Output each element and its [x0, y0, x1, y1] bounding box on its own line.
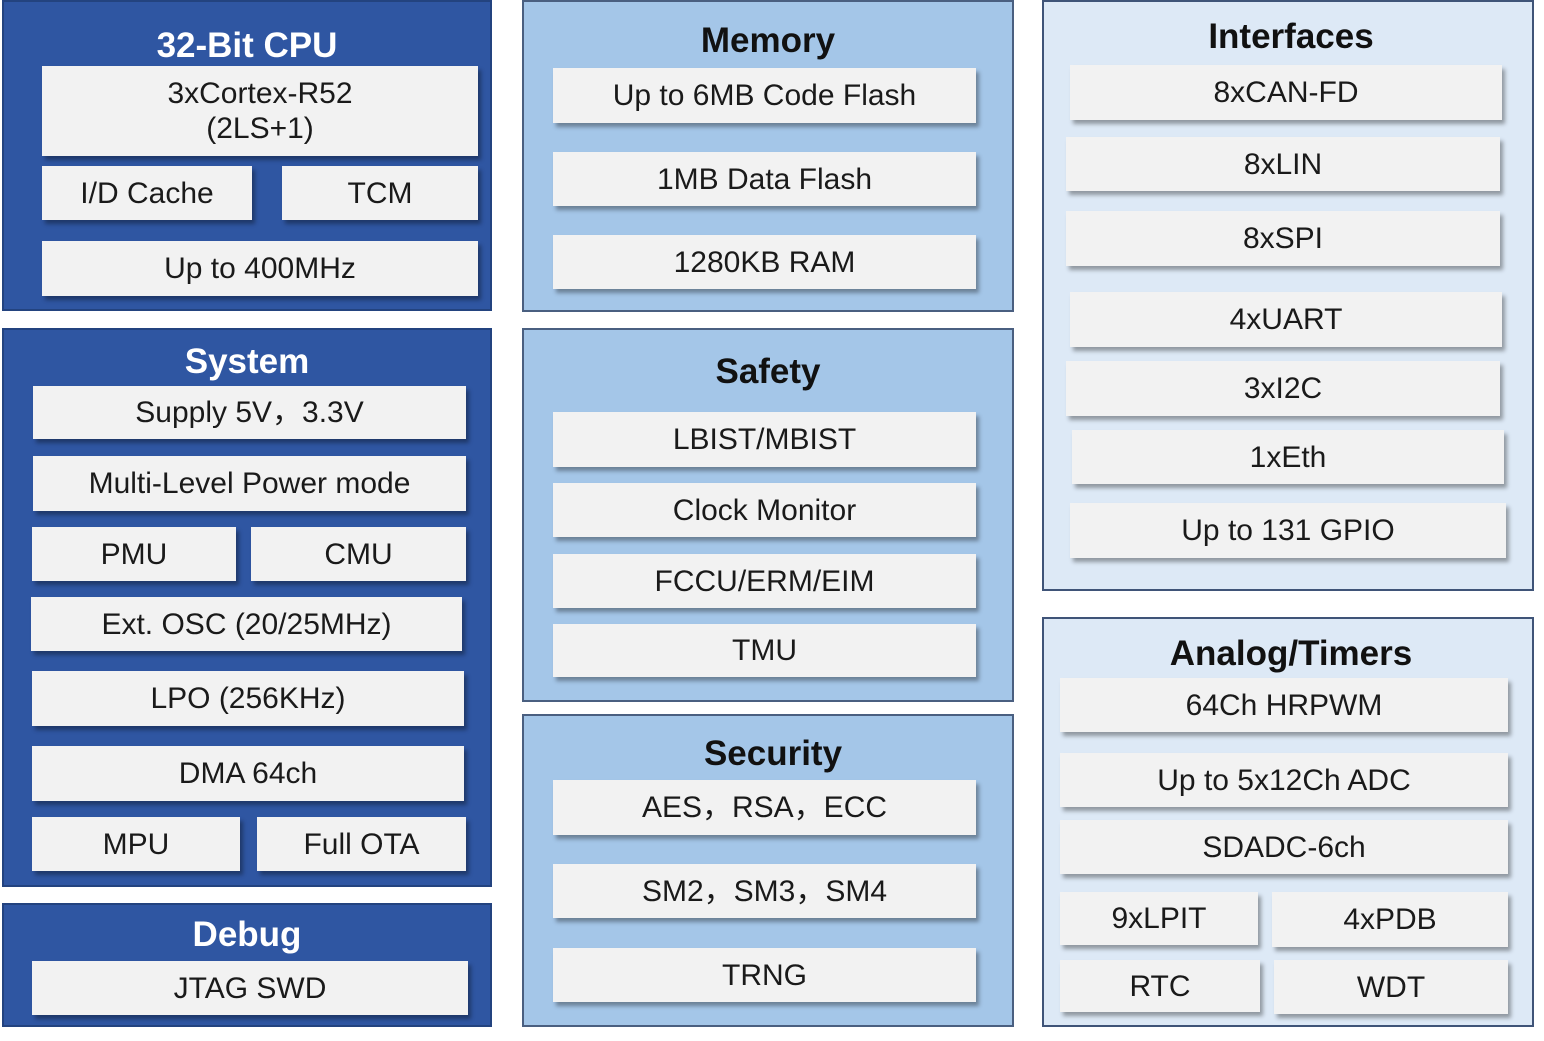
cpu-core-box: 3xCortex-R52 (2LS+1)	[42, 66, 478, 156]
cpu-title: 32-Bit CPU	[156, 26, 338, 65]
cpu-freq-box: Up to 400MHz	[42, 241, 478, 296]
analog-adc-box: Up to 5x12Ch ADC	[1060, 753, 1508, 807]
system-supply-box: Supply 5V，3.3V	[33, 386, 466, 439]
security-panel: Security AES，RSA，ECC SM2，SM3，SM4 TRNG	[522, 714, 1014, 1027]
analog-lpit-box: 9xLPIT	[1060, 892, 1258, 945]
interfaces-uart-box: 4xUART	[1070, 292, 1502, 347]
interfaces-gpio-box: Up to 131 GPIO	[1070, 503, 1506, 558]
debug-panel: Debug JTAG SWD	[2, 903, 492, 1027]
safety-bist-box: LBIST/MBIST	[553, 412, 976, 467]
cpu-core-line2: (2LS+1)	[206, 112, 314, 145]
system-ota-box: Full OTA	[257, 817, 466, 871]
system-mpu-box: MPU	[32, 817, 240, 871]
cpu-tcm-box: TCM	[282, 166, 478, 220]
analog-panel: Analog/Timers 64Ch HRPWM Up to 5x12Ch AD…	[1042, 617, 1534, 1027]
system-dma-box: DMA 64ch	[32, 746, 464, 801]
analog-title: Analog/Timers	[1169, 634, 1413, 673]
interfaces-lin-box: 8xLIN	[1066, 137, 1500, 191]
interfaces-spi-box: 8xSPI	[1066, 211, 1500, 266]
security-sm-box: SM2，SM3，SM4	[553, 864, 976, 918]
system-osc-box: Ext. OSC (20/25MHz)	[31, 597, 462, 651]
interfaces-eth-box: 1xEth	[1072, 430, 1504, 484]
memory-ram-box: 1280KB RAM	[553, 235, 976, 289]
safety-fccu-box: FCCU/ERM/EIM	[553, 554, 976, 608]
cpu-panel: 32-Bit CPU 3xCortex-R52 (2LS+1) I/D Cach…	[2, 0, 492, 311]
security-crypto-box: AES，RSA，ECC	[553, 780, 976, 835]
security-title: Security	[703, 734, 843, 773]
memory-data-flash-box: 1MB Data Flash	[553, 152, 976, 206]
memory-title: Memory	[700, 21, 836, 60]
analog-wdt-box: WDT	[1274, 960, 1508, 1014]
system-panel: System Supply 5V，3.3V Multi-Level Power …	[2, 328, 492, 887]
safety-panel: Safety LBIST/MBIST Clock Monitor FCCU/ER…	[522, 328, 1014, 702]
memory-panel: Memory Up to 6MB Code Flash 1MB Data Fla…	[522, 0, 1014, 312]
memory-code-flash-box: Up to 6MB Code Flash	[553, 68, 976, 123]
interfaces-can-box: 8xCAN-FD	[1070, 65, 1502, 120]
cpu-core-line1: 3xCortex-R52	[167, 77, 353, 110]
cpu-cache-box: I/D Cache	[42, 166, 252, 220]
system-power-mode-box: Multi-Level Power mode	[33, 456, 466, 511]
debug-title: Debug	[192, 915, 302, 954]
system-title: System	[184, 342, 310, 381]
safety-clock-monitor-box: Clock Monitor	[553, 483, 976, 537]
debug-jtag-box: JTAG SWD	[32, 961, 468, 1015]
system-pmu-box: PMU	[32, 527, 236, 581]
safety-tmu-box: TMU	[553, 624, 976, 677]
system-cmu-box: CMU	[251, 527, 466, 581]
safety-title: Safety	[715, 352, 821, 391]
interfaces-title: Interfaces	[1208, 17, 1374, 56]
analog-hrpwm-box: 64Ch HRPWM	[1060, 678, 1508, 732]
interfaces-i2c-box: 3xI2C	[1066, 361, 1500, 416]
system-lpo-box: LPO (256KHz)	[32, 671, 464, 726]
interfaces-panel: Interfaces 8xCAN-FD 8xLIN 8xSPI 4xUART 3…	[1042, 0, 1534, 591]
analog-rtc-box: RTC	[1060, 960, 1260, 1012]
analog-pdb-box: 4xPDB	[1272, 892, 1508, 947]
security-trng-box: TRNG	[553, 948, 976, 1002]
analog-sdadc-box: SDADC-6ch	[1060, 820, 1508, 874]
